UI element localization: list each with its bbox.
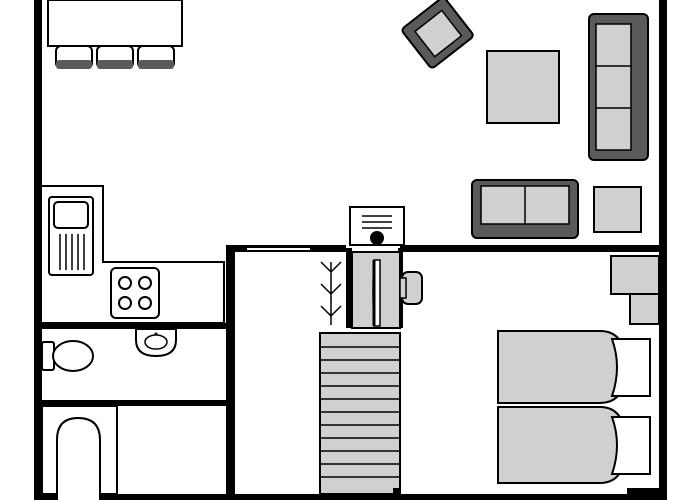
wall-bottom-edge	[34, 494, 667, 500]
sofa	[588, 13, 649, 161]
coffee-table	[486, 50, 560, 124]
kitchen-counter	[42, 185, 225, 324]
desk	[351, 251, 401, 329]
dining-chair	[137, 45, 175, 69]
wall-left-outer	[34, 0, 42, 500]
staircase	[319, 332, 401, 495]
door-gap-bottom	[393, 488, 401, 500]
wall-living-bottom-right	[400, 245, 667, 252]
armchair	[401, 0, 474, 69]
side-table	[593, 186, 642, 233]
loveseat	[471, 179, 579, 239]
door-gap-bottom-right	[627, 488, 659, 500]
document-icon	[349, 206, 405, 246]
hall-closet-edge	[233, 252, 235, 494]
washbasin	[135, 328, 177, 358]
bedroom-cabinet	[610, 255, 660, 325]
dining-chair	[96, 45, 134, 69]
bathtub	[41, 405, 118, 500]
wall-stair-divider	[346, 248, 352, 328]
stove	[110, 267, 160, 319]
kitchen-sink	[48, 196, 94, 276]
wall-wc-top	[34, 323, 230, 329]
bed	[497, 330, 651, 404]
desk-chair	[399, 271, 423, 305]
wall-bath-top	[34, 400, 230, 406]
stair-treads	[320, 346, 400, 478]
dining-chair	[55, 45, 93, 69]
dining-table	[47, 0, 183, 47]
coat-hooks	[320, 261, 342, 325]
dining-set	[47, 0, 183, 69]
toilet	[41, 340, 94, 372]
bed	[497, 406, 651, 484]
